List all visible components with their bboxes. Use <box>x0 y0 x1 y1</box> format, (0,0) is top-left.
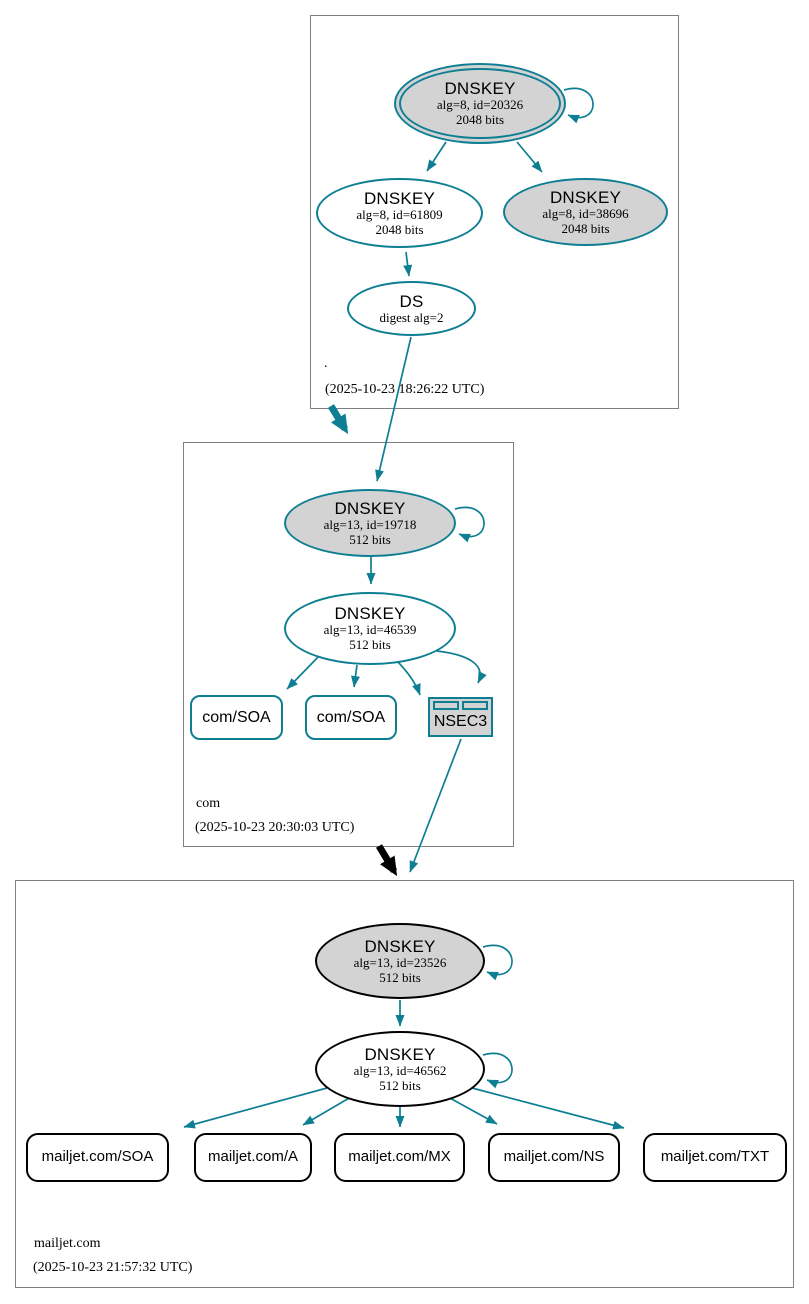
dnskey-bits-line: 512 bits <box>379 1077 421 1093</box>
com-zone-box <box>183 442 514 847</box>
dnskey-19718-node[interactable]: DNSKEY alg=13, id=19718 512 bits <box>284 489 456 557</box>
dnskey-alg-line: alg=13, id=46539 <box>323 622 417 638</box>
rrset-mailjet-a[interactable]: mailjet.com/A <box>194 1133 312 1182</box>
rrset-label: mailjet.com/A <box>207 1148 299 1166</box>
rrset-label: mailjet.com/TXT <box>660 1148 770 1166</box>
dnskey-61809-node[interactable]: DNSKEY alg=8, id=61809 2048 bits <box>316 178 483 248</box>
edge-com-zsk-to-soa1 <box>286 652 323 690</box>
edge-mailjet-zsk-to-txt <box>471 1087 625 1130</box>
dnskey-bits-line: 2048 bits <box>455 112 505 128</box>
dnskey-title: DNSKEY <box>444 79 516 99</box>
rrset-mailjet-txt[interactable]: mailjet.com/TXT <box>643 1133 787 1182</box>
rrset-com-soa-2[interactable]: com/SOA <box>305 695 397 740</box>
edge-mailjet-zsk-to-a <box>302 1096 352 1126</box>
delegation-com-to-mailjet <box>375 844 398 877</box>
mailjet-zone-timestamp: (2025-10-23 21:57:32 UTC) <box>33 1260 193 1275</box>
nsec3-node[interactable]: NSEC3 <box>428 697 493 737</box>
dnskey-20326-node[interactable]: DNSKEY alg=8, id=20326 2048 bits <box>394 63 566 144</box>
ds-digest-line: digest alg=2 <box>379 309 444 325</box>
dnskey-alg-line: alg=13, id=23526 <box>353 954 447 970</box>
dnskey-38696-node[interactable]: DNSKEY alg=8, id=38696 2048 bits <box>503 178 668 246</box>
nsec3-cell-left <box>433 701 459 710</box>
rrset-label: com/SOA <box>202 708 271 726</box>
dnskey-alg-line: alg=8, id=61809 <box>356 206 443 222</box>
nsec3-header-cells <box>433 701 488 710</box>
rrset-label: com/SOA <box>316 708 386 726</box>
dnskey-title: DNSKEY <box>363 188 436 208</box>
dnskey-46539-node[interactable]: DNSKEY alg=13, id=46539 512 bits <box>284 592 456 665</box>
rrset-mailjet-ns[interactable]: mailjet.com/NS <box>488 1133 620 1182</box>
edge-com-ksk-selfsign <box>454 506 485 543</box>
ds-root-node[interactable]: DS digest alg=2 <box>347 281 476 336</box>
edge-ds-to-com-ksk <box>375 336 412 482</box>
ds-title: DS <box>399 291 424 311</box>
rrset-label: mailjet.com/SOA <box>41 1148 154 1166</box>
dnskey-alg-line: alg=13, id=19718 <box>323 516 417 532</box>
dnskey-title: DNSKEY <box>334 498 406 518</box>
edge-root-ksk-to-key-38696 <box>516 141 543 173</box>
edge-mailjet-zsk-to-ns <box>447 1096 498 1125</box>
dnskey-title: DNSKEY <box>364 1044 436 1064</box>
root-zone-timestamp: (2025-10-23 18:26:22 UTC) <box>325 382 485 397</box>
dnskey-title: DNSKEY <box>334 604 406 624</box>
rrset-mailjet-mx[interactable]: mailjet.com/MX <box>334 1133 465 1182</box>
dnskey-bits-line: 512 bits <box>349 637 391 653</box>
dnskey-bits-line: 2048 bits <box>561 220 610 236</box>
edge-root-ksk-selfsign <box>563 87 594 124</box>
mailjet-zone-box <box>15 880 794 1288</box>
dnskey-title: DNSKEY <box>364 936 436 956</box>
edge-com-zsk-to-nsec3-right <box>436 650 487 684</box>
root-zone-label: . <box>324 356 328 371</box>
rrset-com-soa-1[interactable]: com/SOA <box>190 695 283 740</box>
edge-mailjet-zsk-selfsign <box>482 1052 513 1089</box>
dnskey-bits-line: 2048 bits <box>375 221 424 237</box>
dnskey-23526-node[interactable]: DNSKEY alg=13, id=23526 512 bits <box>315 923 485 999</box>
dnskey-bits-line: 512 bits <box>379 969 421 985</box>
rrset-label: mailjet.com/NS <box>503 1148 605 1166</box>
dnskey-alg-line: alg=8, id=20326 <box>436 97 524 113</box>
dnskey-46562-node[interactable]: DNSKEY alg=13, id=46562 512 bits <box>315 1031 485 1107</box>
root-zone-box <box>310 15 679 409</box>
dnskey-title: DNSKEY <box>549 187 622 207</box>
edge-com-zsk-to-soa2 <box>351 664 360 688</box>
edge-mailjet-ksk-selfsign <box>482 944 513 981</box>
rrset-label: mailjet.com/MX <box>348 1148 451 1166</box>
com-zone-label: com <box>196 796 221 811</box>
dnskey-bits-line: 512 bits <box>349 531 391 547</box>
edge-nsec3-to-mailjet-delegation <box>409 738 462 873</box>
edge-root-zsk-to-ds <box>403 251 413 277</box>
edge-root-ksk-to-zsk-61809 <box>426 141 447 172</box>
dnskey-alg-line: alg=13, id=46562 <box>353 1062 447 1078</box>
edge-com-zsk-to-nsec3-left <box>395 659 421 696</box>
nsec3-cell-right <box>462 701 488 710</box>
nsec3-label: NSEC3 <box>433 712 488 730</box>
mailjet-zone-label: mailjet.com <box>34 1236 101 1251</box>
rrset-mailjet-soa[interactable]: mailjet.com/SOA <box>26 1133 169 1182</box>
delegation-root-to-com <box>328 404 349 435</box>
dnskey-alg-line: alg=8, id=38696 <box>542 205 629 221</box>
edge-mailjet-zsk-to-soa <box>183 1087 328 1129</box>
com-zone-timestamp: (2025-10-23 20:30:03 UTC) <box>195 820 355 835</box>
